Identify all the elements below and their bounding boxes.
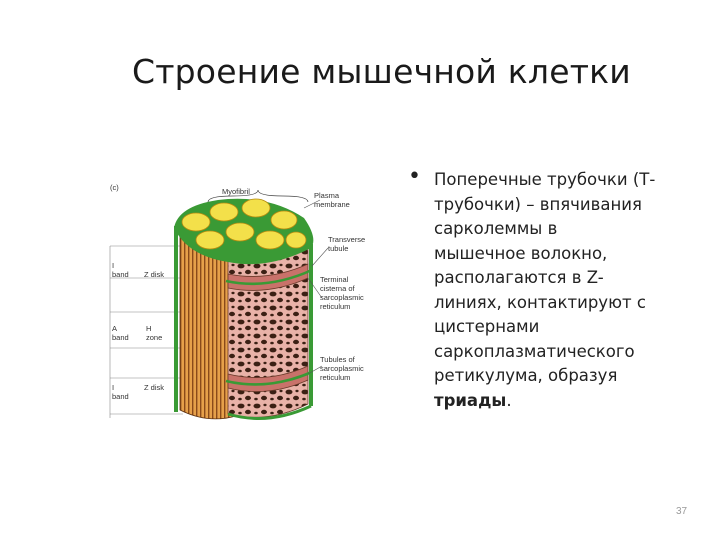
panel-letter-label: (c)	[110, 183, 119, 192]
end-punctuation: .	[506, 390, 512, 410]
bullet-line: трубочки) – впячивания	[434, 194, 642, 214]
bullet-line: саркоплазматического	[434, 341, 635, 361]
bullet-line: мышечное волокно,	[434, 243, 608, 263]
bullet-line: располагаются в Z-	[434, 268, 604, 287]
page-number: 37	[676, 506, 688, 517]
bullet-line: линиях, контактируют с	[434, 292, 646, 312]
terminal-cisterna-label-3: sarcoplasmic	[320, 293, 364, 302]
terminal-cisterna-label-1: Terminal	[320, 275, 349, 284]
i-band-2-word: band	[112, 392, 129, 401]
tubules-sr-label-1: Tubules of	[320, 355, 356, 364]
tubules-sr-label-2: sarcoplasmic	[320, 364, 364, 373]
myofibril-ends	[181, 198, 307, 250]
label-leader-lines	[303, 199, 329, 375]
transverse-tubule-label-2: tubule	[328, 244, 348, 253]
bullet-line: сарколеммы в	[434, 219, 558, 238]
h-zone-letter: H	[146, 324, 151, 333]
slide-title: Строение мышечной клетки	[132, 52, 631, 91]
plasma-membrane-label-2: membrane	[314, 200, 350, 209]
muscle-fiber-illustration: (c) Myofibril Plasma membrane Transverse…	[109, 183, 365, 420]
i-band-2-letter: I	[112, 383, 114, 392]
terminal-cisterna-label-4: reticulum	[320, 302, 350, 311]
terminal-cisterna-label-2: cisterna of	[320, 284, 356, 293]
bullet-line: ретикулума, образуя	[434, 366, 618, 385]
bullet-last-line: триады.	[434, 389, 706, 414]
z-disk-2-label: Z disk	[144, 383, 164, 392]
band-guide-lines	[109, 245, 183, 418]
t-tubule-lower	[225, 370, 313, 386]
i-band-1-word: band	[112, 270, 129, 279]
transverse-tubule-label-1: Transverse	[328, 235, 365, 244]
plasma-membrane-label-1: Plasma	[314, 191, 340, 200]
h-zone-word: zone	[146, 333, 162, 342]
bullet-text: Поперечные трубочки (Т- трубочки) – впяч…	[434, 168, 706, 413]
myofibril-label: Myofibril	[222, 187, 250, 196]
tubules-sr-label-3: reticulum	[320, 373, 350, 382]
t-tubule-upper	[225, 268, 313, 286]
bold-term: триады	[434, 390, 507, 410]
z-disk-1-label: Z disk	[144, 270, 164, 279]
a-band-letter: A	[112, 324, 117, 333]
muscle-fiber-diagram: (c) Myofibril Plasma membrane Transverse…	[108, 178, 390, 426]
bullet-dot-icon: •	[408, 164, 421, 189]
a-band-word: band	[112, 333, 129, 342]
bullet-line: Поперечные трубочки (Т-	[434, 170, 656, 189]
i-band-1-letter: I	[112, 261, 114, 270]
bullet-line: цистернами	[434, 317, 540, 336]
